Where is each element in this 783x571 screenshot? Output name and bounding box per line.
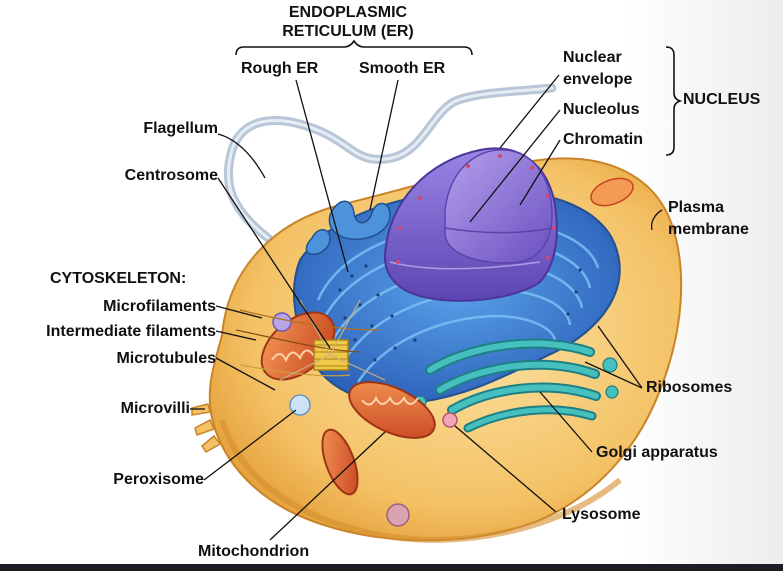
microfilaments-label: Microfilaments [103,298,216,315]
leader-lines [190,74,663,541]
vesicle-right [590,177,634,207]
centrosome-label: Centrosome [124,167,218,184]
ribosomes-label: Ribosomes [646,379,733,396]
er-heading-line-2: RETICULUM (ER) [282,23,414,40]
ribosome-dots [338,264,582,362]
cytoskeleton-filaments [235,299,386,381]
mitochondrion-small [321,428,359,496]
smooth-er-shape [305,200,391,256]
chromatin-label: Chromatin [563,131,643,148]
nucleus-label: NUCLEUS [683,91,761,108]
peroxisome-label: Peroxisome [113,471,204,488]
rough-er-label: Rough ER [241,60,319,77]
nuclear-envelope-label-2: envelope [563,71,633,88]
nuclear-envelope-label-1: Nuclear [563,49,622,66]
cytoskeleton-label: CYTOSKELETON: [50,270,187,287]
microtubules-label: Microtubules [116,350,216,367]
lysosome-label: Lysosome [562,506,641,523]
golgi-apparatus-shape [425,338,601,433]
nucleolus-label: Nucleolus [563,101,640,118]
nucleolus-shape [444,149,553,264]
mitochondrion-label: Mitochondrion [198,543,310,560]
er-bracket [235,39,473,56]
nuclear-pores [396,154,556,264]
flagellum-label: Flagellum [143,120,218,137]
golgi-apparatus-label: Golgi apparatus [596,444,718,461]
er-heading-line-1: ENDOPLASMIC [288,4,408,21]
bottom-bar [0,564,783,571]
plasma-membrane-label-2: membrane [668,221,749,238]
vesicle-purple [272,312,292,332]
plasma-membrane-label-1: Plasma [668,199,725,216]
nucleus-bracket [665,46,683,156]
vesicle-bottom [386,503,410,527]
mitochondrion-lower [348,381,436,439]
smooth-er-label: Smooth ER [359,60,446,77]
intermediate-filaments-label: Intermediate filaments [46,323,216,340]
microvilli-label: Microvilli [120,400,190,417]
lysosome-shape [442,412,458,428]
